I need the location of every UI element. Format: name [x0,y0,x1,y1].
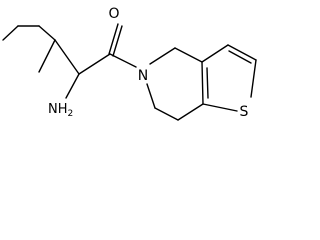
bond-c7-c7a [177,103,204,121]
bond-c7a-c3a-inner [206,67,209,99]
molecule-drawing: O N S NH2 [2,6,257,121]
bond-c4-c3a [174,47,203,63]
bond-ch-methyl [38,39,56,73]
structure-canvas: O N S NH2 [2,6,257,121]
bond-ch-alpha [54,39,80,75]
bond-alpha-carbonyl [78,53,111,75]
bond-ch-ch2 [38,25,56,41]
bond-s-c7a [202,103,238,112]
bond-carbonyl-n [109,53,137,68]
amino-label-subscript: 2 [68,109,74,119]
bond-carbonyl-double-2 [112,25,123,57]
bond-n-c6 [146,83,156,109]
bond-ethyl-ch3 [2,25,19,41]
oxygen-label: O [108,6,119,22]
bond-n-c4 [149,47,176,65]
bond-carbonyl-double-1 [108,23,119,55]
bond-c6-c7 [154,107,179,121]
sulfur-label: S [240,104,249,120]
bond-c2-s [250,59,257,98]
bond-c3a-c3 [201,44,229,63]
bond-c7a-c3a [201,61,204,105]
bond-c3-c2-inner [228,50,252,64]
bond-alpha-nh2 [65,73,80,99]
amino-label: NH2 [48,102,73,119]
ring-nitrogen-label: N [138,68,148,84]
bond-c3-c2 [227,44,257,61]
amino-label-main: NH [48,102,68,117]
